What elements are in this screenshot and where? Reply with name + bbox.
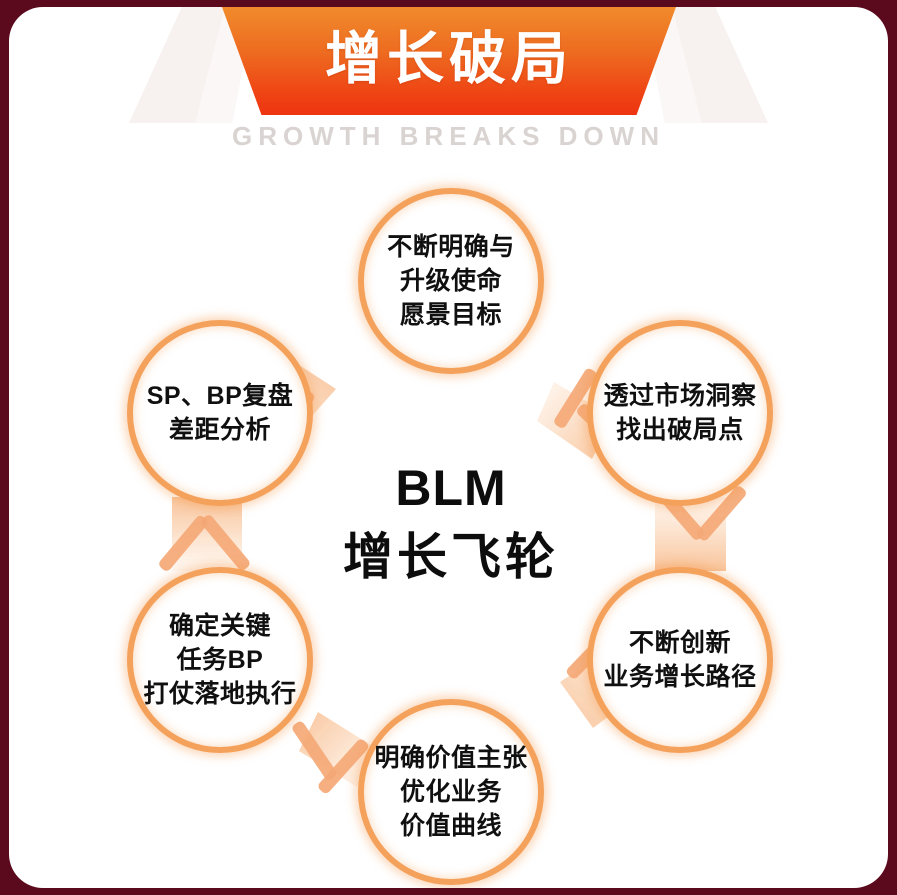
node-label: 不断明确与 升级使命 愿景目标 bbox=[387, 233, 515, 329]
flywheel-node-mission-vision[interactable]: 不断明确与 升级使命 愿景目标 bbox=[358, 188, 544, 374]
flywheel-node-sp-bp-review[interactable]: SP、BP复盘 差距分析 bbox=[127, 320, 313, 506]
flywheel-node-key-tasks-bp[interactable]: 确定关键 任务BP 打仗落地执行 bbox=[127, 567, 313, 753]
node-label: 透过市场洞察 找出破局点 bbox=[603, 382, 757, 444]
arrow-lowerleft-to-upperleft bbox=[159, 497, 250, 571]
banner-subtitle: GROWTH BREAKS DOWN bbox=[232, 121, 665, 151]
flywheel-node-innovate-growth[interactable]: 不断创新 业务增长路径 bbox=[587, 567, 773, 753]
flywheel-node-value-curve[interactable]: 明确价值主张 优化业务 价值曲线 bbox=[358, 699, 544, 885]
node-label: 明确价值主张 优化业务 价值曲线 bbox=[374, 744, 528, 840]
flywheel-node-market-insight[interactable]: 透过市场洞察 找出破局点 bbox=[587, 320, 773, 506]
node-label: 不断创新 业务增长路径 bbox=[603, 629, 757, 691]
arrow-bottom-to-lowerleft bbox=[292, 712, 374, 794]
poster-canvas: 增长破局 GROWTH BREAKS DOWN bbox=[9, 7, 888, 888]
node-label: 确定关键 任务BP 打仗落地执行 bbox=[143, 612, 297, 708]
header-banner: 增长破局 GROWTH BREAKS DOWN bbox=[9, 7, 888, 172]
node-label: SP、BP复盘 差距分析 bbox=[146, 382, 294, 444]
flywheel-diagram: 不断明确与 升级使命 愿景目标 透过市场洞察 找出破局点 不断创新 业务增长路径… bbox=[9, 167, 888, 888]
banner-title: 增长破局 bbox=[325, 26, 573, 91]
center-title-line2: 增长飞轮 bbox=[343, 529, 559, 586]
banner-trapezoid: 增长破局 bbox=[222, 7, 676, 115]
center-title-line1: BLM bbox=[395, 460, 507, 517]
flywheel-center-label: BLM 增长飞轮 bbox=[298, 435, 604, 615]
